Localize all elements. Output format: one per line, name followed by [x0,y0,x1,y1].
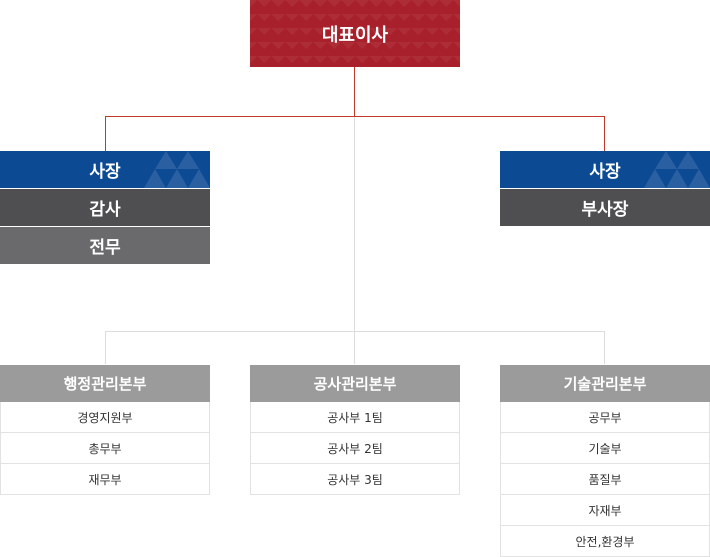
division-construction-teams: 공사부 1팀 공사부 2팀 공사부 3팀 [250,402,460,495]
division-admin-teams: 경영지원부 총무부 재무부 [0,402,210,495]
team-item: 재무부 [1,463,209,494]
right-exec-connector [604,116,605,151]
triangle-pattern-icon [644,151,710,188]
left-senior-director-label: 전무 [89,238,121,258]
division-left-connector [105,331,106,364]
team-item: 경영지원부 [77,410,133,425]
left-senior-director-box: 전무 [0,227,210,264]
division-trunk [354,117,355,364]
left-president-box: 사장 [0,151,210,188]
team-item: 품질부 [501,463,709,494]
team-item: 총무부 [1,432,209,463]
division-right-connector [604,331,605,364]
team-item: 안전,환경부 [501,525,709,556]
division-tech-head: 기술관리본부 [500,365,710,402]
right-vice-president-label: 부사장 [581,200,629,220]
right-president-box: 사장 [500,151,710,188]
right-president-label: 사장 [589,162,621,182]
team-item: 기술부 [501,432,709,463]
team-item: 공사부 3팀 [251,463,459,494]
team-item: 공사부 1팀 [327,410,383,425]
division-connector-horizontal [105,331,605,332]
left-auditor-label: 감사 [89,200,121,220]
ceo-connector-vertical [354,67,355,117]
division-admin-head: 행정관리본부 [0,365,210,402]
left-exec-connector [105,116,106,151]
division-construction-head: 공사관리본부 [250,365,460,402]
ceo-label: 대표이사 [321,24,389,46]
left-president-label: 사장 [89,162,121,182]
ceo-box: 대표이사 [250,0,460,67]
exec-connector-horizontal [105,116,605,117]
division-tech-teams: 공무부 기술부 품질부 자재부 안전,환경부 [500,402,710,557]
division-construction-label: 공사관리본부 [313,375,397,393]
triangle-pattern-icon [144,151,210,188]
left-auditor-box: 감사 [0,189,210,226]
division-admin-label: 행정관리본부 [63,375,147,393]
team-item: 공사부 2팀 [251,432,459,463]
team-item: 공무부 [588,410,622,425]
team-item: 자재부 [501,494,709,525]
division-tech-label: 기술관리본부 [563,375,647,393]
right-vice-president-box: 부사장 [500,189,710,226]
